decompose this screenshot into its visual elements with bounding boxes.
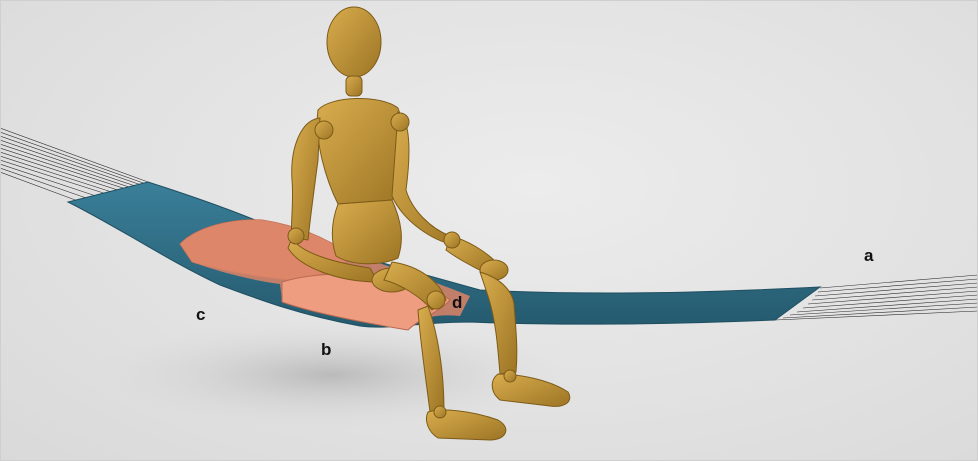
label-c: c — [196, 306, 205, 323]
label-a: a — [864, 247, 873, 264]
label-d: d — [452, 294, 462, 311]
label-b: b — [321, 341, 331, 358]
